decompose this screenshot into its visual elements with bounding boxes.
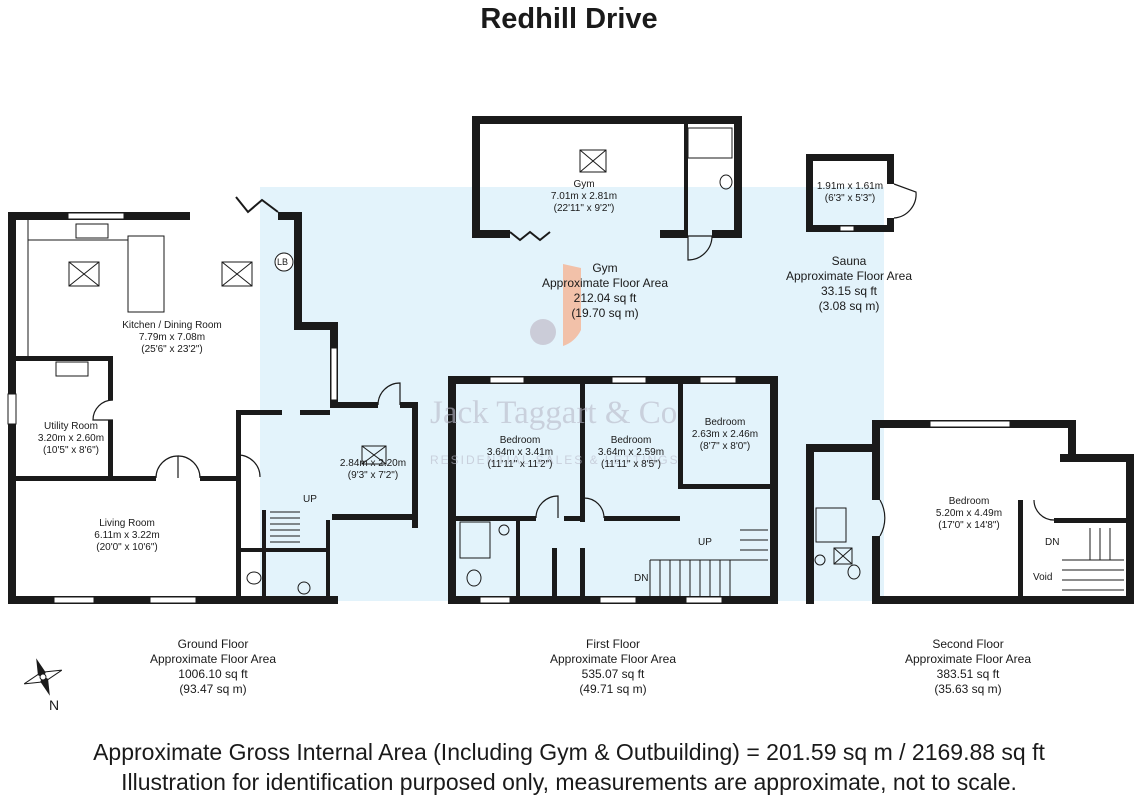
stairs-ground [270, 511, 300, 543]
page-title: Redhill Drive [480, 3, 658, 35]
stairs-second [1062, 528, 1124, 591]
up-marker-first: UP [698, 537, 712, 548]
dn-marker-first: DN [634, 573, 649, 584]
up-marker-ground: UP [303, 494, 317, 505]
watermark-tagline: RESIDENTIAL SALES & LETTINGS [430, 453, 680, 467]
compass-icon [23, 658, 63, 696]
room-hall: 2.84m x 2.20m(9'3" x 7'2") [339, 458, 407, 481]
footer-disclaimer: Illustration for identification purposed… [121, 769, 1017, 795]
logo-mark [563, 264, 581, 346]
dn-marker-second: DN [1045, 537, 1060, 548]
void-marker: Void [1033, 572, 1053, 583]
watermark-brand: Jack Taggart & Co [430, 395, 678, 431]
highlight-area [260, 187, 884, 601]
compass-north-label: N [49, 697, 60, 713]
logo-dot [530, 319, 556, 345]
footer-gross-area: Approximate Gross Internal Area (Includi… [93, 739, 1045, 765]
room-sauna: 1.91m x 1.61m(6'3" x 5'3") [816, 181, 884, 204]
stairs-first [649, 529, 768, 596]
lb-marker: LB [277, 257, 289, 267]
